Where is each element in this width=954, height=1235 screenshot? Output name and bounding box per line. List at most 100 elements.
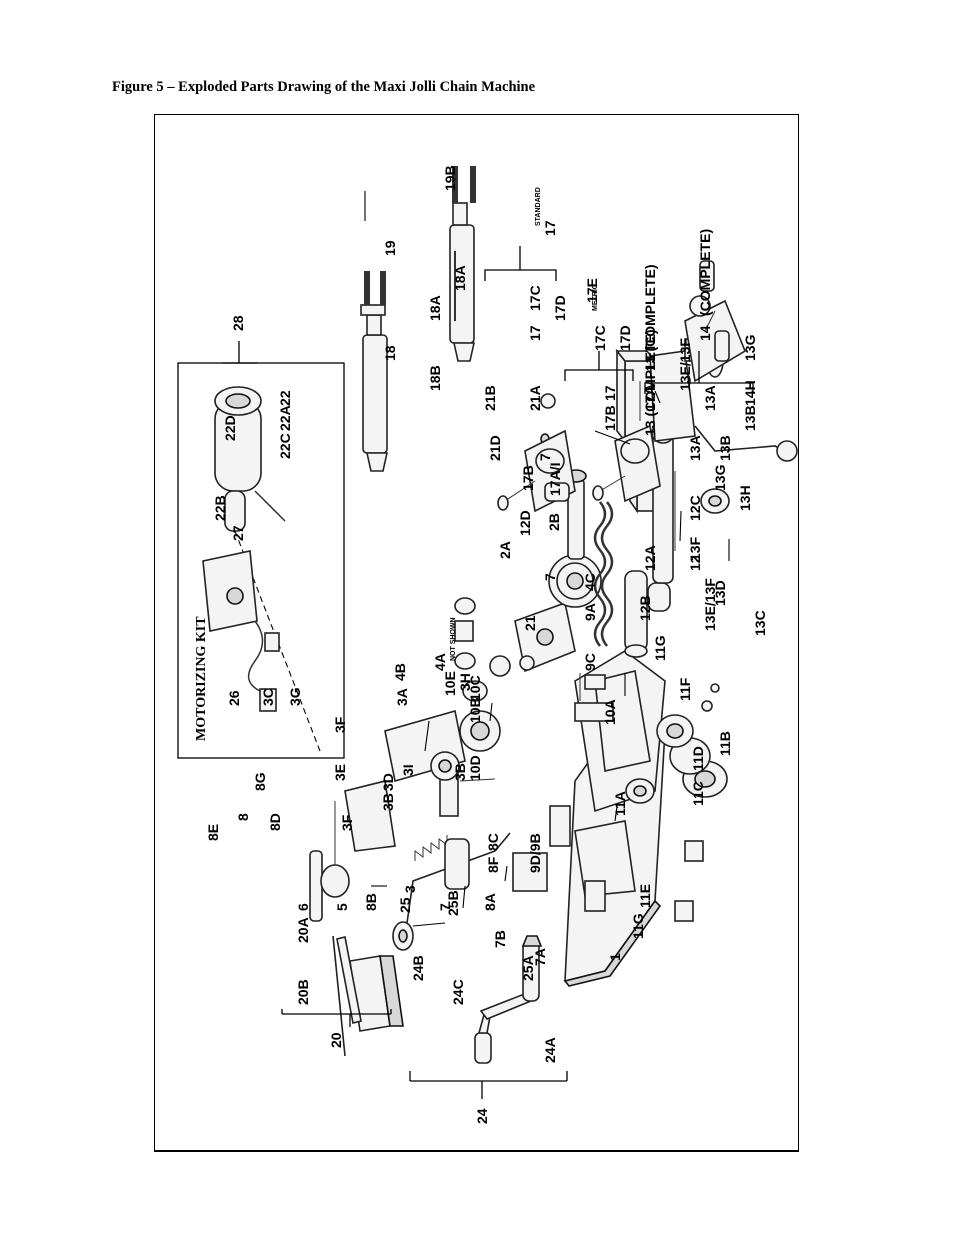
label-22C: 22C (277, 433, 293, 459)
label-13complete-b: 13 (COMPLETE) (642, 264, 658, 371)
label-4A: 4A (432, 653, 448, 671)
label-20: 20 (328, 1032, 344, 1048)
label-13B-b: 13B (742, 405, 758, 431)
label-3G: 3G (287, 687, 303, 706)
label-21D: 21D (487, 435, 503, 461)
label-8C: 8C (485, 833, 501, 851)
figure-frame: 20 20B 20A 24 24A 24C 24B 25A 25 25B 1 7… (154, 114, 799, 1152)
label-11F: 11F (677, 677, 693, 701)
label-3F-b: 3F (332, 716, 348, 733)
label-8: 8 (235, 813, 251, 821)
label-3E: 3E (332, 764, 348, 781)
exploded-parts-diagram: 20 20B 20A 24 24A 24C 24B 25A 25 25B 1 7… (177, 165, 798, 1124)
label-24B: 24B (410, 955, 426, 981)
label-11G-a: 11G (630, 913, 646, 939)
part-4-gear-cluster (548, 469, 602, 608)
label-28: 28 (230, 315, 246, 331)
label-3B-b: 3B (452, 763, 468, 781)
motorizing-kit-box (177, 362, 345, 759)
label-13complete-a: 13 (COMPLETE) (642, 329, 658, 436)
label-18: 18 (382, 345, 398, 361)
label-4C: 4C (582, 573, 598, 591)
part-17-cutter-heads (497, 424, 661, 513)
label-13F: 13F (687, 536, 703, 561)
label-3D: 3D (380, 773, 396, 791)
label-10A: 10A (602, 699, 618, 725)
label-3H: 3H (457, 673, 473, 691)
label-17B-a: 17B (602, 405, 618, 431)
label-brackets (222, 246, 754, 1099)
part-13-clamp-assembly (649, 338, 798, 514)
label-20A: 20A (295, 917, 311, 943)
label-13G-a: 13G (712, 464, 728, 491)
label-metric: METRIC (592, 284, 599, 311)
label-20B: 20B (295, 979, 311, 1005)
label-2A: 2A (497, 541, 513, 559)
part-18-19-collets (360, 166, 476, 472)
label-24: 24 (474, 1108, 490, 1124)
part-8-feed-screw (309, 770, 496, 922)
part-22-motor (214, 386, 321, 752)
label-17D-b: 17D (552, 295, 568, 321)
label-8A: 8A (482, 893, 498, 911)
label-25: 25 (397, 897, 413, 913)
label-12D: 12D (517, 510, 533, 536)
label-11C: 11C (690, 781, 706, 806)
label-12C: 12C (687, 495, 703, 521)
label-13H: 13H (737, 485, 753, 511)
label-3I: 3I (400, 764, 416, 776)
label-17AI: 17A/I (547, 463, 563, 496)
part-3A-gear-plate (489, 601, 576, 677)
label-21A: 21A (527, 385, 543, 411)
label-26: 26 (226, 690, 242, 706)
label-17E: 17E (584, 278, 600, 303)
part-26-27-controller (202, 550, 280, 712)
label-17C-a: 17C (592, 325, 608, 351)
label-10C: 10C (467, 675, 483, 701)
label-17D-a: 17D (617, 325, 633, 351)
label-22D: 22D (222, 415, 238, 441)
label-11D: 11D (690, 746, 706, 771)
part-9-10-11-shaft-and-wheels (574, 570, 728, 804)
label-3F-a: 3F (339, 814, 355, 831)
label-13EF-a: 13E/13F (702, 578, 718, 631)
label-12A: 12A (642, 545, 658, 571)
label-21B: 21B (482, 385, 498, 411)
label-19: 19 (382, 240, 398, 256)
label-4B: 4B (392, 663, 408, 681)
label-8B: 8B (363, 893, 379, 911)
label-3A: 3A (394, 688, 410, 706)
label-7-b: 7 (542, 573, 558, 581)
label-3B-a: 3B (380, 793, 396, 811)
label-22A: 22A (277, 405, 293, 431)
label-17-a: 17 (602, 385, 618, 401)
label-11A: 11A (612, 791, 628, 816)
label-3: 3 (402, 885, 418, 893)
label-19B: 19B (442, 165, 458, 191)
label-8D: 8D (267, 813, 283, 831)
label-7-a: 7 (437, 903, 453, 911)
label-14: 14 (697, 325, 713, 341)
label-13EF-b: 13E/13F (677, 338, 693, 391)
figure-caption: Figure 5 – Exploded Parts Drawing of the… (112, 79, 536, 95)
label-12: 12 (687, 555, 703, 571)
motorizing-kit-title: MOTORIZING KIT (194, 616, 209, 741)
label-2B: 2B (546, 513, 562, 531)
label-18A-b: 18A (452, 265, 468, 291)
label-17B-b: 17B (520, 465, 536, 491)
label-13A-a: 13A (687, 435, 703, 461)
label-13B-a: 13B (717, 435, 733, 461)
label-11B: 11B (717, 731, 733, 756)
label-18B: 18B (427, 365, 443, 391)
label-9C: 9C (582, 653, 598, 671)
label-17-b: 17 (527, 325, 543, 341)
part-24-crank-handle (474, 935, 543, 1064)
part-labels: 20 20B 20A 24 24A 24C 24B 25A 25 25B 1 7… (194, 165, 768, 1124)
label-17A: 17A (642, 385, 658, 411)
part-14-complete-clamp (684, 260, 746, 383)
diagram-stage: 20 20B 20A 24 24A 24C 24B 25A 25 25B 1 7… (155, 115, 800, 1151)
label-27: 27 (230, 525, 246, 541)
label-11E: 11E (637, 884, 653, 908)
label-22B: 22B (212, 495, 228, 521)
callout-lines (364, 191, 730, 927)
